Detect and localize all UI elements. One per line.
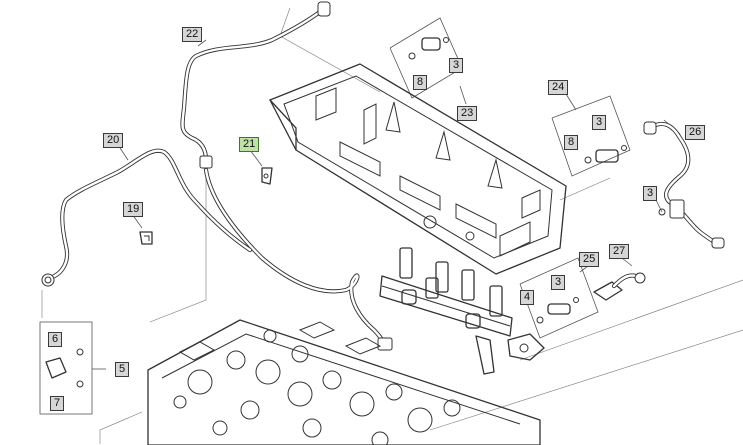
callout-26[interactable]: 26 xyxy=(685,125,706,140)
callout-3-upper[interactable]: 3 xyxy=(449,58,464,73)
callout-5[interactable]: 5 xyxy=(115,362,130,377)
sensor-27 xyxy=(593,272,646,301)
callout-3-right[interactable]: 3 xyxy=(592,115,607,130)
callout-23[interactable]: 23 xyxy=(457,106,478,121)
parts-25 xyxy=(536,297,579,324)
callout-24[interactable]: 24 xyxy=(548,80,569,95)
fuel-rail xyxy=(379,247,545,375)
callout-25[interactable]: 25 xyxy=(579,252,600,267)
fuel-line-20 xyxy=(41,148,253,287)
parts-24 xyxy=(584,145,627,164)
callout-8-right[interactable]: 8 xyxy=(564,135,579,150)
callout-8-upper[interactable]: 8 xyxy=(413,75,428,90)
callout-3-far-right[interactable]: 3 xyxy=(643,186,658,201)
cylinder-head xyxy=(147,319,541,445)
parts-5 xyxy=(45,348,84,388)
parts-23 xyxy=(408,37,449,60)
fuel-line-26 xyxy=(643,121,725,249)
callout-6[interactable]: 6 xyxy=(48,332,63,347)
clip-21 xyxy=(261,167,273,185)
clip-19 xyxy=(139,231,153,245)
rocker-cover xyxy=(269,63,567,275)
seal-3c xyxy=(658,208,666,216)
callout-19[interactable]: 19 xyxy=(123,202,144,217)
callout-20[interactable]: 20 xyxy=(103,133,124,148)
fuel-line-22 xyxy=(180,1,393,351)
callout-22[interactable]: 22 xyxy=(182,27,203,42)
callout-21[interactable]: 21 xyxy=(239,137,260,152)
callout-27[interactable]: 27 xyxy=(609,244,630,259)
callout-4[interactable]: 4 xyxy=(520,290,535,305)
callout-7[interactable]: 7 xyxy=(50,396,65,411)
callout-3-lower[interactable]: 3 xyxy=(551,275,566,290)
leader-lines xyxy=(39,7,743,444)
